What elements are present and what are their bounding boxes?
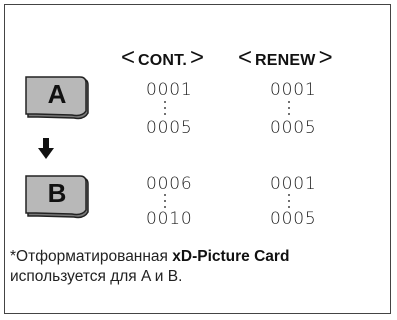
arrow-down-icon: [38, 138, 54, 165]
footnote-text-before: Отформатированная: [16, 248, 173, 265]
b-cont-start: 0006: [146, 174, 193, 194]
header-cont: < CONT. >: [121, 44, 204, 72]
card-a-label: A: [47, 78, 67, 109]
card-a-icon: A: [24, 73, 94, 123]
a-renew-end: 0005: [270, 118, 317, 138]
diagram-frame: [4, 4, 391, 314]
b-renew-end: 0005: [270, 209, 317, 229]
footnote-mark: *: [10, 248, 17, 265]
footnote-text-after: используется для A и B.: [10, 268, 183, 285]
a-renew-start: 0001: [270, 80, 317, 100]
bracket-left: <: [238, 44, 253, 71]
bracket-right: >: [318, 44, 333, 71]
bracket-right: >: [190, 44, 205, 71]
header-renew-label: RENEW: [255, 52, 316, 69]
bracket-left: <: [121, 44, 136, 71]
card-b-label: B: [47, 177, 67, 208]
b-renew-start: 0001: [270, 174, 317, 194]
b-cont-ellipsis: [164, 194, 167, 208]
card-b-icon: B: [24, 172, 94, 222]
a-cont-end: 0005: [146, 118, 193, 138]
a-cont-start: 0001: [146, 80, 193, 100]
header-cont-label: CONT.: [138, 52, 188, 69]
a-renew-ellipsis: [288, 101, 291, 115]
header-renew: < RENEW >: [238, 44, 333, 72]
a-cont-ellipsis: [164, 101, 167, 115]
b-renew-ellipsis: [288, 194, 291, 208]
b-cont-end: 0010: [146, 209, 193, 229]
footnote: *Отформатированная xD-Picture Card испол…: [10, 247, 392, 287]
footnote-card-name: xD-Picture Card: [172, 248, 290, 265]
